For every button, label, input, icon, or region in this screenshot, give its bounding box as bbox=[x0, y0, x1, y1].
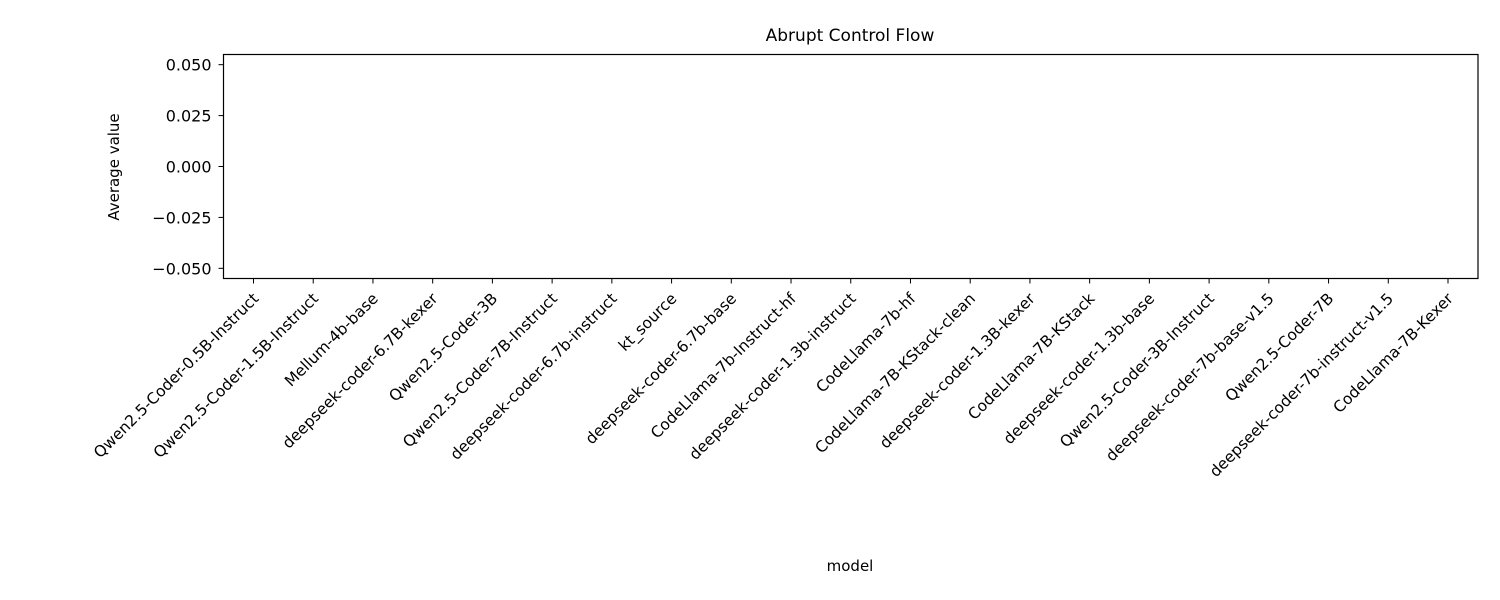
plot-frame bbox=[222, 53, 1479, 280]
chart-title: Abrupt Control Flow bbox=[766, 26, 935, 46]
y-axis-label: Average value bbox=[105, 113, 123, 220]
y-tick-label: −0.050 bbox=[152, 259, 211, 278]
x-tick-label: CodeLlama-7b-hf bbox=[813, 289, 920, 396]
x-tick-label: Qwen2.5-Coder-7B bbox=[1222, 290, 1338, 406]
x-tick-label: Qwen2.5-Coder-3B bbox=[386, 290, 502, 406]
y-tick-label: 0.050 bbox=[166, 56, 212, 75]
y-tick-label: 0.000 bbox=[166, 158, 212, 177]
x-tick-label: CodeLlama-7B-Kexer bbox=[1330, 289, 1457, 416]
plot-area: −0.050 −0.025 0.000 0.025 0.050Qwen2.5-Coder… bbox=[90, 53, 1479, 481]
y-tick-label: 0.025 bbox=[166, 107, 212, 126]
x-axis-label: model bbox=[827, 557, 874, 575]
y-tick-label: −0.025 bbox=[152, 208, 211, 227]
